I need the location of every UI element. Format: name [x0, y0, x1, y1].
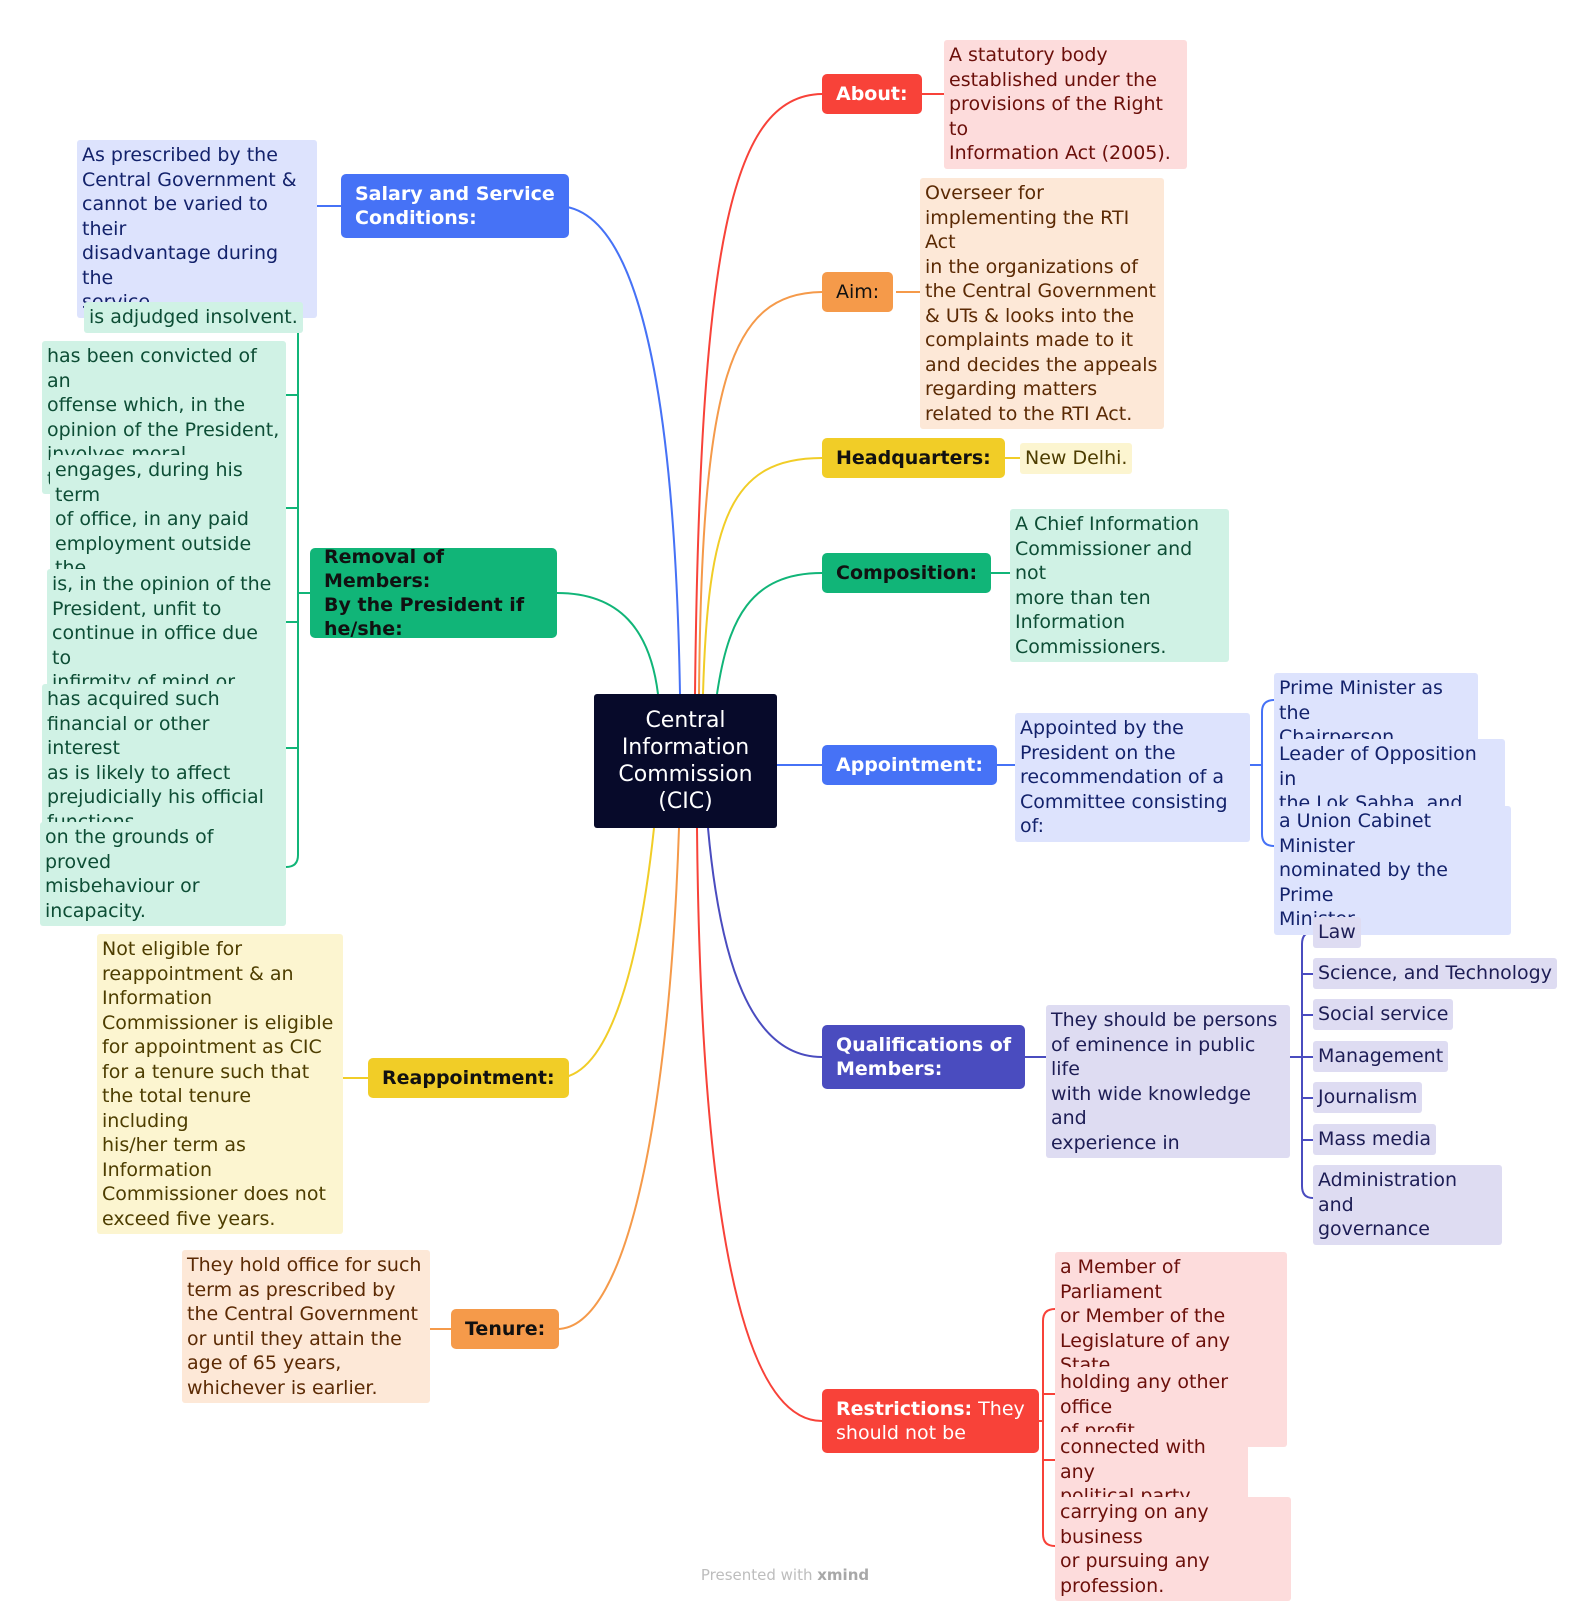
qualification-item: Management — [1313, 1041, 1449, 1072]
footer-brand: xmind — [817, 1566, 870, 1584]
topic-removal[interactable]: Removal of Members: By the President if … — [310, 546, 557, 640]
reappointment-text: Not eligible for reappointment & an Info… — [97, 934, 343, 1234]
headquarters-text: New Delhi. — [1020, 443, 1133, 474]
topic-appointment[interactable]: Appointment: — [822, 745, 997, 785]
removal-item: has acquired such financial or other int… — [42, 684, 286, 837]
salary-text: As prescribed by the Central Government … — [77, 140, 317, 318]
link-headquarters — [702, 457, 823, 695]
qualification-item: Journalism — [1313, 1082, 1423, 1113]
qualification-item: Social service — [1313, 999, 1454, 1030]
removal-item: has been convicted of an offense which, … — [42, 341, 286, 494]
restrictions-label-bold: Restrictions: — [836, 1398, 973, 1420]
about-text: A statutory body established under the p… — [944, 40, 1187, 169]
appointment-item: a Union Cabinet Minister nominated by th… — [1274, 806, 1511, 935]
central-topic[interactable]: Central Information Commission (CIC) — [594, 694, 777, 828]
topic-restrictions[interactable]: Restrictions: They should not be — [822, 1389, 1039, 1453]
qualification-item: Mass media — [1313, 1124, 1437, 1155]
footer-prefix: Presented with — [700, 1566, 818, 1584]
link-tenure — [556, 827, 680, 1330]
topic-headquarters[interactable]: Headquarters: — [822, 438, 1005, 478]
removal-item: is adjudged insolvent. — [84, 302, 303, 333]
qualification-item: Administration and governance — [1313, 1165, 1502, 1245]
link-restrictions — [696, 827, 823, 1422]
topic-salary[interactable]: Salary and Service Conditions: — [341, 174, 569, 238]
restriction-item: carrying on any business or pursuing any… — [1055, 1497, 1291, 1601]
composition-text: A Chief Information Commissioner and not… — [1010, 509, 1229, 662]
link-removal — [556, 592, 659, 695]
restriction-item: holding any other office of profit — [1055, 1367, 1287, 1447]
tenure-text: They hold office for such term as prescr… — [182, 1250, 430, 1403]
qualifications-text: They should be persons of eminence in pu… — [1046, 1005, 1290, 1158]
link-about — [694, 93, 823, 695]
topic-qualifications[interactable]: Qualifications of Members: — [822, 1025, 1026, 1089]
topic-tenure[interactable]: Tenure: — [451, 1309, 560, 1349]
link-reappointment — [556, 827, 655, 1079]
topic-composition[interactable]: Composition: — [822, 553, 992, 593]
link-qualifications — [707, 827, 823, 1058]
qualification-item: Science, and Technology — [1313, 958, 1557, 989]
link-composition — [716, 572, 823, 695]
restrictions-label-rest: They should not be — [836, 1398, 1025, 1444]
link-salary — [556, 205, 681, 695]
topic-about[interactable]: About: — [822, 74, 922, 114]
removal-item: on the grounds of proved misbehaviour or… — [40, 822, 286, 926]
aim-text: Overseer for implementing the RTI Act in… — [920, 178, 1164, 429]
topic-reappointment[interactable]: Reappointment: — [368, 1058, 569, 1098]
qualification-item: Law — [1313, 917, 1361, 948]
appointment-text: Appointed by the President on the recomm… — [1015, 713, 1250, 842]
footer-credit: Presented with xmind — [0, 1566, 1570, 1584]
topic-aim[interactable]: Aim: — [822, 272, 894, 312]
link-aim — [698, 291, 823, 695]
